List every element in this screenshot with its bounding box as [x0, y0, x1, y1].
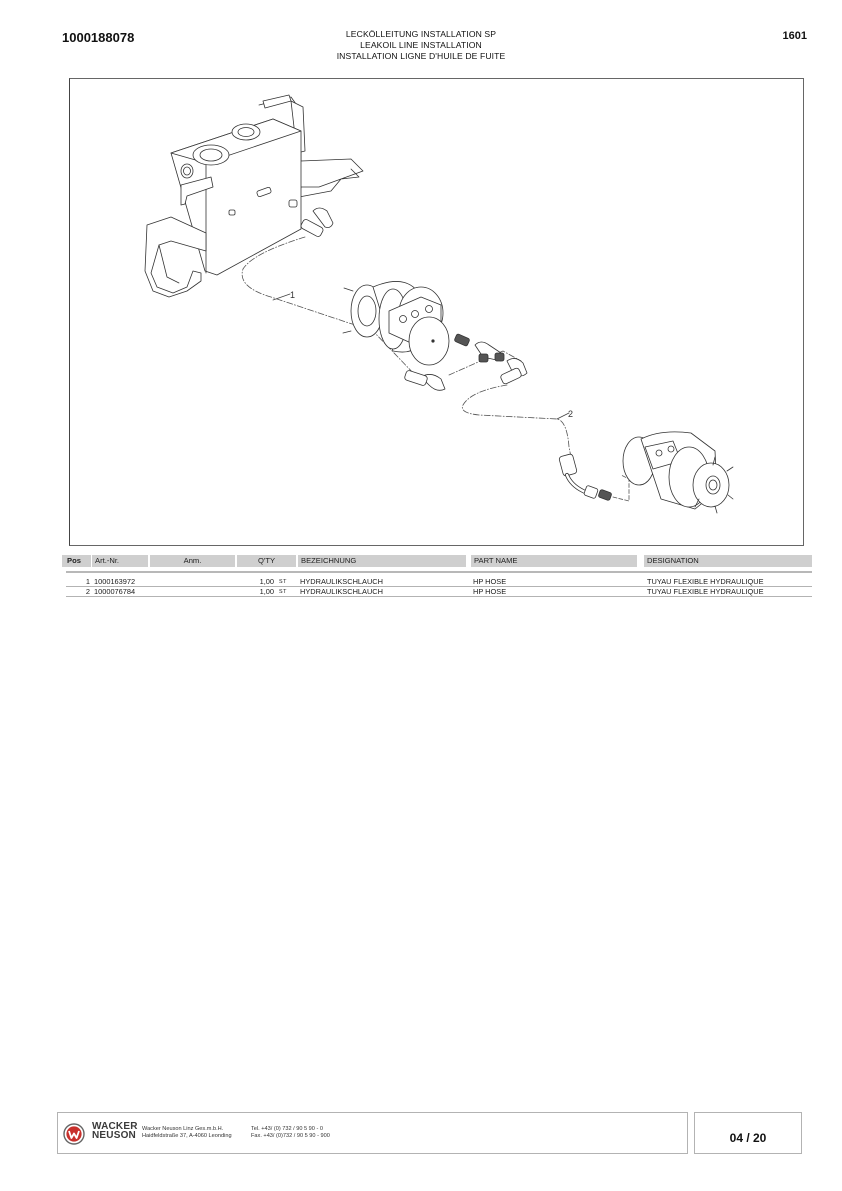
column-header-designation: DESIGNATION: [644, 555, 812, 567]
fax: Fax. +43/ (0)732 / 90 5 90 - 900: [251, 1133, 330, 1139]
cell-bezeichnung: HYDRAULIKSCHLAUCH: [300, 587, 383, 596]
column-header-part-name: PART NAME: [471, 555, 637, 567]
tank-bracket-assembly: [144, 94, 364, 298]
table-row: 1 1000163972 1,00 ST HYDRAULIKSCHLAUCH H…: [66, 577, 812, 587]
cell-unit: ST: [279, 579, 287, 585]
company-address: Haidfeldstraße 37, A-4060 Leonding: [142, 1133, 232, 1139]
hydraulic-motor-2: [622, 431, 734, 514]
cell-art-nr: 1000163972: [94, 577, 136, 586]
column-header-pos: Pos: [62, 555, 91, 567]
cell-art-nr: 1000076784: [94, 587, 136, 596]
header-divider: [66, 571, 812, 573]
cell-bezeichnung: HYDRAULIKSCHLAUCH: [300, 577, 383, 586]
cell-qty: 1,00: [259, 577, 274, 586]
page-indicator: 04 / 20: [694, 1112, 802, 1154]
callout-2: 2: [568, 409, 573, 419]
fittings-tee: [404, 333, 528, 391]
brand-line-1: WACKER: [92, 1121, 138, 1132]
brand-wordmark: WACKER NEUSON: [92, 1121, 138, 1141]
cell-qty: 1,00: [259, 587, 274, 596]
brand-line-2: NEUSON: [92, 1130, 136, 1141]
column-header-anm: Anm.: [150, 555, 235, 567]
cell-part-name: HP HOSE: [473, 587, 507, 596]
callout-1: 1: [290, 290, 295, 300]
hydraulic-drawing-illustration: 1 2: [144, 94, 734, 514]
page-title: LECKÖLLEITUNG INSTALLATION SP LEAKOIL LI…: [240, 29, 602, 62]
page-code: 1601: [782, 30, 807, 42]
wacker-neuson-logo-icon: [63, 1123, 85, 1145]
cell-designation: TUYAU FLEXIBLE HYDRAULIQUE: [647, 587, 764, 596]
telephone: Tel. +43/ (0) 732 / 90 5 90 - 0: [251, 1126, 323, 1132]
column-header-art-nr: Art.-Nr.: [92, 555, 148, 567]
document-number: 1000188078: [62, 30, 135, 45]
exploded-view-drawing: 1 2: [69, 78, 804, 546]
footer-company-box: WACKER NEUSON Wacker Neuson Linz Ges.m.b…: [57, 1112, 688, 1154]
title-french: INSTALLATION LIGNE D'HUILE DE FUITE: [336, 51, 506, 61]
cell-pos: 1: [85, 577, 90, 586]
cell-unit: ST: [279, 589, 287, 595]
column-header-qty: Q'TY: [237, 555, 296, 567]
cell-designation: TUYAU FLEXIBLE HYDRAULIQUE: [647, 577, 764, 586]
hydraulic-motor-1: [342, 281, 450, 366]
company-info: Wacker Neuson Linz Ges.m.b.H. Haidfeldst…: [142, 1126, 232, 1140]
hose-2-fitting: [558, 453, 612, 501]
title-english: LEAKOIL LINE INSTALLATION: [360, 40, 482, 50]
company-name: Wacker Neuson Linz Ges.m.b.H.: [142, 1126, 224, 1132]
title-german: LECKÖLLEITUNG INSTALLATION SP: [345, 29, 497, 39]
table-row: 2 1000076784 1,00 ST HYDRAULIKSCHLAUCH H…: [66, 587, 812, 597]
cell-pos: 2: [85, 587, 90, 596]
column-header-bezeichnung: BEZEICHNUNG: [298, 555, 466, 567]
contact-info: Tel. +43/ (0) 732 / 90 5 90 - 0 Fax. +43…: [251, 1126, 330, 1140]
table-header: Pos Art.-Nr. Anm. Q'TY BEZEICHNUNG PART …: [62, 555, 812, 567]
cell-part-name: HP HOSE: [473, 577, 507, 586]
parts-table: Pos Art.-Nr. Anm. Q'TY BEZEICHNUNG PART …: [62, 555, 812, 597]
table-body: 1 1000163972 1,00 ST HYDRAULIKSCHLAUCH H…: [62, 577, 812, 597]
